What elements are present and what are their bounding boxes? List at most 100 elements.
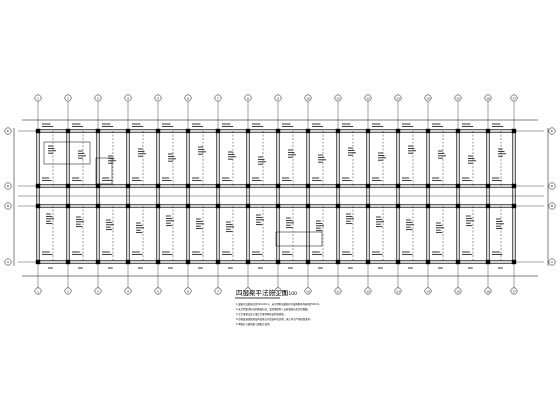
note-2: 2.未注明梁顶标高同楼面标高，梁底钢筋伸入支座锚固长度详见图集。 — [236, 307, 310, 311]
grid-bubble-label-bottom: 12 — [366, 289, 370, 293]
column — [511, 259, 517, 265]
column — [275, 183, 281, 189]
grid-bubble-label-right: A — [551, 260, 554, 264]
drawing-scale: 1:100 — [284, 291, 297, 297]
column — [185, 128, 191, 134]
structure-frame — [13, 116, 549, 280]
grid-bubble-bottom — [364, 287, 372, 295]
column — [155, 183, 161, 189]
column — [95, 259, 101, 265]
column — [395, 203, 401, 209]
grid-bubble-bottom — [274, 287, 282, 295]
column — [35, 128, 41, 134]
grid-bubble-label-top: 13 — [396, 96, 400, 100]
column — [335, 128, 341, 134]
column — [65, 183, 71, 189]
grid-bubble-top — [124, 94, 132, 102]
grid-bubble-left — [4, 258, 12, 266]
grid-bubble-label-bottom: 11 — [336, 289, 340, 293]
column — [185, 259, 191, 265]
grid-bubble-top — [424, 94, 432, 102]
grid-bubble-top — [64, 94, 72, 102]
grid-bubble-label-left: B — [7, 204, 9, 208]
grid-bubble-label-left: D — [7, 184, 10, 188]
column — [305, 203, 311, 209]
stair-room — [43, 141, 91, 165]
column — [125, 183, 131, 189]
column — [215, 203, 221, 209]
column — [245, 183, 251, 189]
grid-bubble-top — [184, 94, 192, 102]
grid-bubble-bottom — [424, 287, 432, 295]
grid-bubble-bottom — [124, 287, 132, 295]
grid-bubble-top — [334, 94, 342, 102]
grid-bubble-label-left: A — [7, 260, 10, 264]
grid-bubble-left — [4, 127, 12, 135]
grid-bubble-label-top: 17 — [512, 96, 516, 100]
column — [485, 183, 491, 189]
column — [365, 183, 371, 189]
column — [485, 203, 491, 209]
column — [275, 128, 281, 134]
column — [511, 183, 517, 189]
grid-bubble-label-bottom: 9 — [277, 289, 279, 293]
column — [185, 203, 191, 209]
grid-bubble-top — [94, 94, 102, 102]
column — [335, 183, 341, 189]
column — [35, 183, 41, 189]
column — [35, 259, 41, 265]
column — [395, 128, 401, 134]
column — [365, 203, 371, 209]
grid-bubble-label-bottom: 3 — [97, 289, 99, 293]
grid-bubble-label-top: 9 — [277, 96, 279, 100]
column — [155, 259, 161, 265]
grid-bubble-label-bottom: 5 — [157, 289, 159, 293]
column — [511, 203, 517, 209]
column — [305, 183, 311, 189]
grid-bubble-label-top: 15 — [456, 96, 460, 100]
grid-bubble-label-bottom: 4 — [127, 289, 129, 293]
column — [395, 259, 401, 265]
grid-bubble-bottom — [34, 287, 42, 295]
note-5: 5.本图应与建筑施工图配合使用。 — [236, 322, 272, 326]
column — [305, 128, 311, 134]
grid-bubble-label-top: 3 — [97, 96, 99, 100]
column — [125, 203, 131, 209]
grid-bubble-label-bottom: 17 — [512, 289, 516, 293]
note-3: 3.主次梁相交处主梁在次梁两侧各设附加箍筋。 — [236, 312, 286, 316]
column — [125, 128, 131, 134]
column — [425, 128, 431, 134]
grid-bubble-right — [548, 202, 556, 210]
grid-bubble-label-top: 5 — [157, 96, 159, 100]
grid-bubble-bottom — [244, 287, 252, 295]
column — [95, 183, 101, 189]
column — [215, 128, 221, 134]
grid-bubble-label-bottom: 7 — [217, 289, 219, 293]
grid-bubble-bottom — [94, 287, 102, 295]
grid-bubble-top — [244, 94, 252, 102]
grid-bubble-label-top: 4 — [127, 96, 129, 100]
grid-bubble-top — [454, 94, 462, 102]
column — [365, 259, 371, 265]
grid-bubble-top — [510, 94, 518, 102]
note-4: 4.悬挑梁端部配筋及构造做法详见结构总说明，施工时应严格按照要求。 — [236, 317, 312, 321]
notes-block: 1.梁编号及配筋详见22G101-1，未注明附加箍筋均为梁两侧各3根间距50mm… — [236, 302, 322, 326]
grid-bubble-label-top: 12 — [366, 96, 370, 100]
grid-bubble-label-right: E — [551, 129, 553, 133]
grid-bubble-bottom — [454, 287, 462, 295]
column — [275, 259, 281, 265]
grid-bubble-left — [4, 202, 12, 210]
grid-bubble-right — [548, 182, 556, 190]
grid-bubble-label-top: 7 — [217, 96, 219, 100]
column — [425, 203, 431, 209]
grid-bubble-bottom — [64, 287, 72, 295]
column — [425, 183, 431, 189]
grid-bubble-label-top: 10 — [306, 96, 310, 100]
grid-axis-bubbles: 1122334455667788991010111112121313141415… — [4, 94, 556, 295]
grid-bubble-top — [304, 94, 312, 102]
grid-bubble-bottom — [214, 287, 222, 295]
grid-bubble-label-top: 8 — [247, 96, 249, 100]
column — [215, 183, 221, 189]
grid-bubble-right — [548, 258, 556, 266]
grid-bubble-label-right: D — [551, 184, 554, 188]
